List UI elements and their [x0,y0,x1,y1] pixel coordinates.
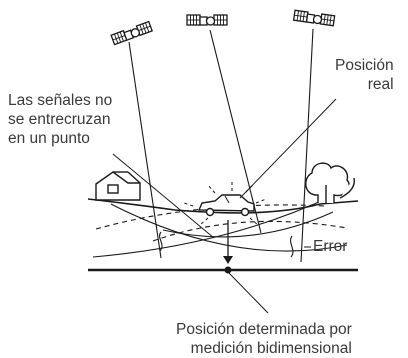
tree-icon [305,162,355,203]
label-real-line2: real [367,76,394,93]
label-determined-line1: Posición determinada por [176,321,352,338]
label-signals-line1: Las señales no [8,92,113,109]
satellite-icon [110,20,153,46]
label-signals-line3: en un punto [8,130,90,147]
error-brackets [159,231,294,258]
satellite-icon [186,14,228,26]
label-determined-line2: medición bidimensional [190,340,352,357]
car-icon [197,194,255,217]
leader-lines [112,98,337,314]
determined-position-dot [224,266,232,274]
label-real-line1: Posición [335,57,394,74]
label-signals-line2: se entrecruzan [8,111,111,128]
house-icon [95,171,141,201]
label-determined-position: Posición determinada por medición bidime… [176,320,352,358]
label-real-position: Posición real [335,56,394,94]
label-signals-not-crossing: Las señales no se entrecruzan en un punt… [8,91,112,148]
label-error: Error [313,238,348,255]
signal-lines [128,28,314,263]
position-arrowhead [223,256,233,264]
satellite-icon [292,9,336,27]
